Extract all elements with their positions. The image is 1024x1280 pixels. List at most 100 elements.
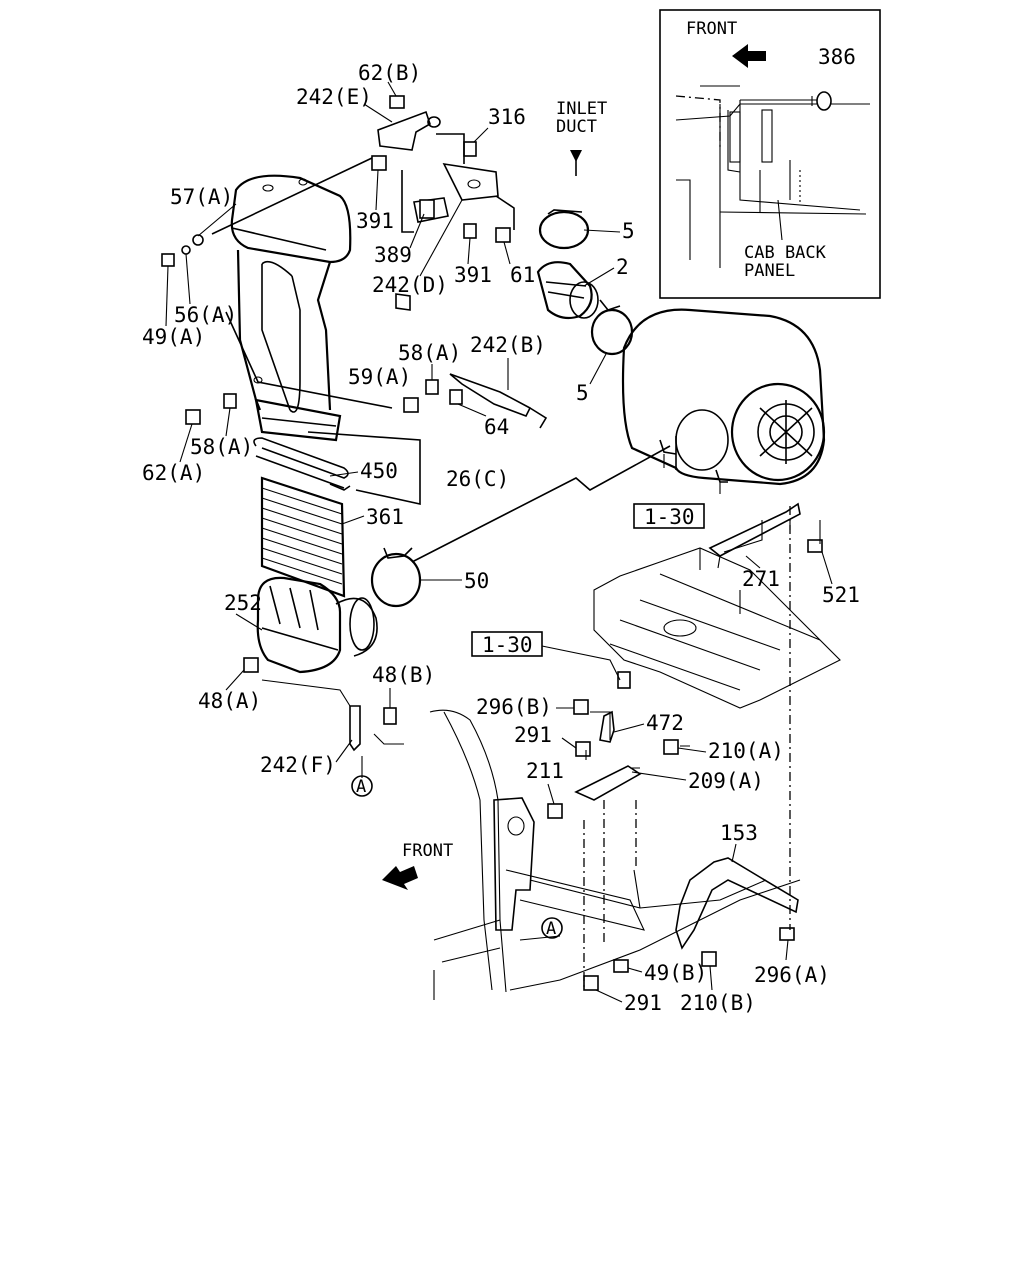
- main-front-arrow-icon: [382, 866, 418, 890]
- callout-242b: 242(B): [470, 333, 546, 357]
- callout-58a-1: 58(A): [398, 341, 461, 365]
- inset-panel-label-2: PANEL: [744, 261, 795, 281]
- callout-62b: 62(B): [358, 61, 421, 85]
- bolt-61-icon: [495, 227, 511, 243]
- callout-50: 50: [464, 569, 489, 593]
- inset-panel-label-1: CAB BACK: [744, 243, 827, 263]
- front-arrow-icon: [732, 44, 766, 68]
- callout-56a: 56(A): [174, 303, 237, 327]
- air-cleaner: [621, 308, 826, 494]
- bolt-48a-icon: [243, 657, 259, 673]
- callout-64: 64: [484, 415, 509, 439]
- nut-316-icon: [463, 141, 477, 157]
- inset-callout-386: 386: [818, 45, 856, 69]
- fasteners: [161, 95, 823, 991]
- callout-242f: 242(F): [260, 753, 336, 777]
- callout-391b: 391: [454, 263, 492, 287]
- inset-cab-back-panel: FRONT 386 CAB BACK PANEL: [659, 9, 881, 299]
- callout-291a: 291: [514, 723, 552, 747]
- bolt-1-30-icon: [617, 671, 631, 689]
- bolt-291b-icon: [583, 975, 599, 991]
- callout-49a: 49(A): [142, 325, 205, 349]
- callout-5b: 5: [576, 381, 589, 405]
- upper-brackets: [377, 110, 548, 429]
- bolt-62b-icon: [389, 95, 405, 109]
- ref-box-2: [471, 631, 543, 657]
- nut-49b-icon: [613, 959, 629, 973]
- circle-markers: A A: [351, 775, 563, 939]
- washer-57a-icon: [192, 234, 204, 246]
- nut-211-icon: [547, 803, 563, 819]
- bolt-210a-icon: [663, 739, 679, 755]
- hose-assembly: [253, 437, 351, 598]
- washer-56a-icon: [181, 245, 191, 255]
- callout-252: 252: [224, 591, 262, 615]
- callout-leaders: [165, 81, 833, 1003]
- callout-49b: 49(B): [644, 961, 707, 985]
- bolt-62a-icon: [185, 409, 201, 425]
- callout-211: 211: [526, 759, 564, 783]
- callout-48a: 48(A): [198, 689, 261, 713]
- callout-57a: 57(A): [170, 185, 233, 209]
- nut-391-icon: [371, 155, 387, 171]
- circle-a-1-text: A: [356, 777, 366, 797]
- callout-2: 2: [616, 255, 629, 279]
- elbow-and-clamps: [536, 209, 634, 356]
- circle-a-1: [351, 775, 373, 797]
- inset-front-label: FRONT: [686, 19, 737, 39]
- callout-5a: 5: [622, 219, 635, 243]
- ref-box-2-text: 1-30: [482, 633, 533, 657]
- inlet-duct-label-1: INLET: [556, 99, 607, 119]
- callout-59a: 59(A): [348, 365, 411, 389]
- nut-49a-icon: [161, 253, 175, 267]
- callout-210a: 210(A): [708, 739, 784, 763]
- nut-296b-icon: [573, 699, 589, 715]
- callout-242d: 242(D): [372, 273, 448, 297]
- cab-floor: [593, 547, 841, 709]
- callout-450: 450: [360, 459, 398, 483]
- bolt-210b-icon: [701, 951, 717, 967]
- circle-a-2-text: A: [546, 919, 556, 939]
- callout-291b: 291: [624, 991, 662, 1015]
- callout-242e: 242(E): [296, 85, 372, 109]
- spacer-59a-icon: [403, 397, 419, 413]
- clamp-50: [370, 547, 422, 608]
- callout-48b: 48(B): [372, 663, 435, 687]
- main-front-label: FRONT: [402, 841, 453, 861]
- callout-271: 271: [742, 567, 780, 591]
- snorkel-duct: [230, 174, 352, 442]
- nut-521-icon: [807, 539, 823, 553]
- callout-26c: 26(C): [446, 467, 509, 491]
- air-box: [256, 576, 378, 674]
- ref-box-1-text: 1-30: [644, 505, 695, 529]
- callout-296a: 296(A): [754, 963, 830, 987]
- nut-391b-icon: [463, 223, 477, 239]
- callout-389: 389: [374, 243, 412, 267]
- callout-58a-2: 58(A): [190, 435, 253, 459]
- callout-153: 153: [720, 821, 758, 845]
- callout-209a: 209(A): [688, 769, 764, 793]
- ref-box-1: [633, 503, 705, 529]
- callout-labels: 62(B) 242(E) 316 57(A) 391 389 242(D) 39…: [142, 61, 860, 1015]
- nut-58a-icon: [425, 379, 439, 395]
- callout-521: 521: [822, 583, 860, 607]
- callout-472: 472: [646, 711, 684, 735]
- bolt-48b-icon: [383, 707, 397, 725]
- bolt-64-icon: [449, 389, 463, 405]
- inlet-duct-label-2: DUCT: [556, 117, 597, 137]
- nut-296a-icon: [779, 927, 795, 941]
- callout-210b: 210(B): [680, 991, 756, 1015]
- circle-a-2: [541, 917, 563, 939]
- leader-lines: [211, 133, 821, 990]
- nut-58a2-icon: [223, 393, 237, 409]
- bolt-291a-icon: [575, 741, 591, 757]
- chassis-frame: [429, 709, 801, 1000]
- callout-296b: 296(B): [476, 695, 552, 719]
- ref-boxes: 1-30 1-30: [471, 503, 705, 657]
- callout-361: 361: [366, 505, 404, 529]
- bolt-389-icon: [419, 199, 435, 219]
- callout-61: 61: [510, 263, 535, 287]
- callout-62a: 62(A): [142, 461, 205, 485]
- callout-316: 316: [488, 105, 526, 129]
